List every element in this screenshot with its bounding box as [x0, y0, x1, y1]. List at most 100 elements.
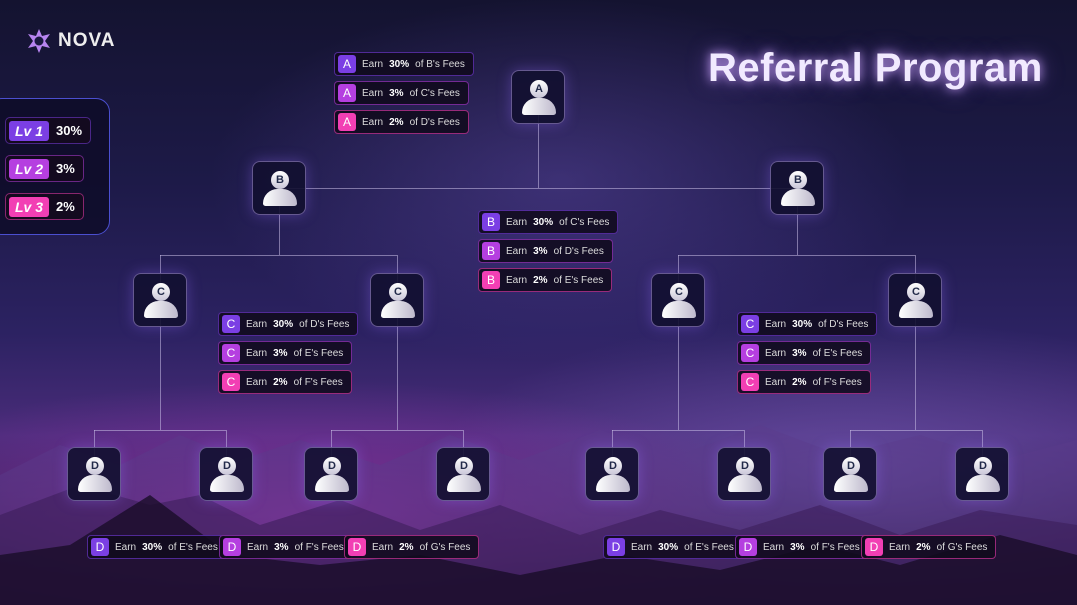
- user-node-d[interactable]: D: [955, 447, 1009, 501]
- user-node-d[interactable]: D: [67, 447, 121, 501]
- level-badge: Lv 3: [9, 196, 50, 217]
- earn-prefix: Earn: [765, 376, 787, 388]
- earn-percent: 2%: [533, 274, 548, 286]
- user-node-d[interactable]: D: [717, 447, 771, 501]
- earn-percent: 2%: [916, 541, 931, 553]
- user-node-d[interactable]: D: [199, 447, 253, 501]
- user-node-b[interactable]: B: [252, 161, 306, 215]
- level-percent: 2%: [56, 199, 75, 214]
- user-body-icon: [966, 475, 1000, 492]
- earn-label: B Earn 3% of D's Fees: [478, 239, 613, 263]
- earn-prefix: Earn: [247, 541, 269, 553]
- earn-prefix: Earn: [246, 318, 268, 330]
- earn-percent: 30%: [273, 318, 294, 330]
- user-avatar-icon: D: [842, 457, 860, 475]
- connector-line: [797, 188, 798, 255]
- user-avatar-icon: C: [152, 283, 170, 301]
- user-body-icon: [78, 475, 112, 492]
- user-node-d[interactable]: D: [823, 447, 877, 501]
- user-avatar-icon: D: [455, 457, 473, 475]
- connector-line: [538, 97, 539, 188]
- user-node-b[interactable]: B: [770, 161, 824, 215]
- level-badge: Lv 1: [9, 120, 50, 141]
- earn-prefix: Earn: [889, 541, 911, 553]
- user-node-c[interactable]: C: [133, 273, 187, 327]
- mountain-background: [0, 425, 1077, 605]
- letter-badge: C: [222, 315, 240, 333]
- letter-badge: D: [91, 538, 109, 556]
- earn-prefix: Earn: [506, 216, 528, 228]
- user-node-d[interactable]: D: [304, 447, 358, 501]
- earn-prefix: Earn: [372, 541, 394, 553]
- earn-percent: 3%: [533, 245, 548, 257]
- earn-source: of E's Fees: [553, 274, 604, 286]
- earn-prefix: Earn: [763, 541, 785, 553]
- letter-badge: D: [739, 538, 757, 556]
- user-node-a[interactable]: A: [511, 70, 565, 124]
- earn-prefix: Earn: [115, 541, 137, 553]
- earn-source: of F's Fees: [810, 541, 860, 553]
- user-body-icon: [522, 98, 556, 115]
- earn-prefix: Earn: [506, 274, 528, 286]
- letter-badge: A: [338, 113, 356, 131]
- earn-prefix: Earn: [765, 347, 787, 359]
- connector-line: [612, 430, 744, 431]
- earn-source: of C's Fees: [559, 216, 610, 228]
- earn-source: of E's Fees: [168, 541, 218, 553]
- letter-badge: B: [482, 242, 500, 260]
- earn-source: of D's Fees: [553, 245, 604, 257]
- letter-badge: D: [865, 538, 883, 556]
- user-body-icon: [662, 301, 696, 318]
- earn-label: D Earn 30% of E's Fees: [87, 535, 227, 559]
- earn-percent: 30%: [533, 216, 554, 228]
- connector-line: [160, 255, 397, 256]
- earn-percent: 30%: [658, 541, 679, 553]
- earn-percent: 30%: [142, 541, 163, 553]
- letter-badge: C: [741, 315, 759, 333]
- earn-prefix: Earn: [246, 376, 268, 388]
- user-node-c[interactable]: C: [370, 273, 424, 327]
- user-body-icon: [263, 189, 297, 206]
- letter-badge: A: [338, 84, 356, 102]
- earn-percent: 30%: [792, 318, 813, 330]
- connector-line: [160, 300, 161, 430]
- letter-badge: A: [338, 55, 356, 73]
- user-body-icon: [899, 301, 933, 318]
- user-node-c[interactable]: C: [888, 273, 942, 327]
- earn-source: of F's Fees: [812, 376, 862, 388]
- earn-percent: 3%: [790, 541, 805, 553]
- user-node-c[interactable]: C: [651, 273, 705, 327]
- earn-prefix: Earn: [506, 245, 528, 257]
- user-node-d[interactable]: D: [436, 447, 490, 501]
- user-node-d[interactable]: D: [585, 447, 639, 501]
- earn-source: of D's Fees: [409, 116, 460, 128]
- user-avatar-icon: A: [530, 80, 548, 98]
- earn-prefix: Earn: [362, 116, 384, 128]
- user-body-icon: [447, 475, 481, 492]
- connector-line: [94, 430, 226, 431]
- letter-badge: C: [222, 373, 240, 391]
- connector-line: [850, 430, 982, 431]
- user-body-icon: [834, 475, 868, 492]
- earn-source: of F's Fees: [294, 541, 344, 553]
- user-avatar-icon: D: [323, 457, 341, 475]
- user-body-icon: [596, 475, 630, 492]
- user-body-icon: [144, 301, 178, 318]
- user-body-icon: [210, 475, 244, 492]
- level-percent: 3%: [56, 161, 75, 176]
- earn-source: of E's Fees: [812, 347, 863, 359]
- letter-badge: D: [348, 538, 366, 556]
- user-avatar-icon: D: [974, 457, 992, 475]
- letter-badge: C: [741, 373, 759, 391]
- earn-percent: 3%: [792, 347, 807, 359]
- user-body-icon: [781, 189, 815, 206]
- earn-prefix: Earn: [362, 87, 384, 99]
